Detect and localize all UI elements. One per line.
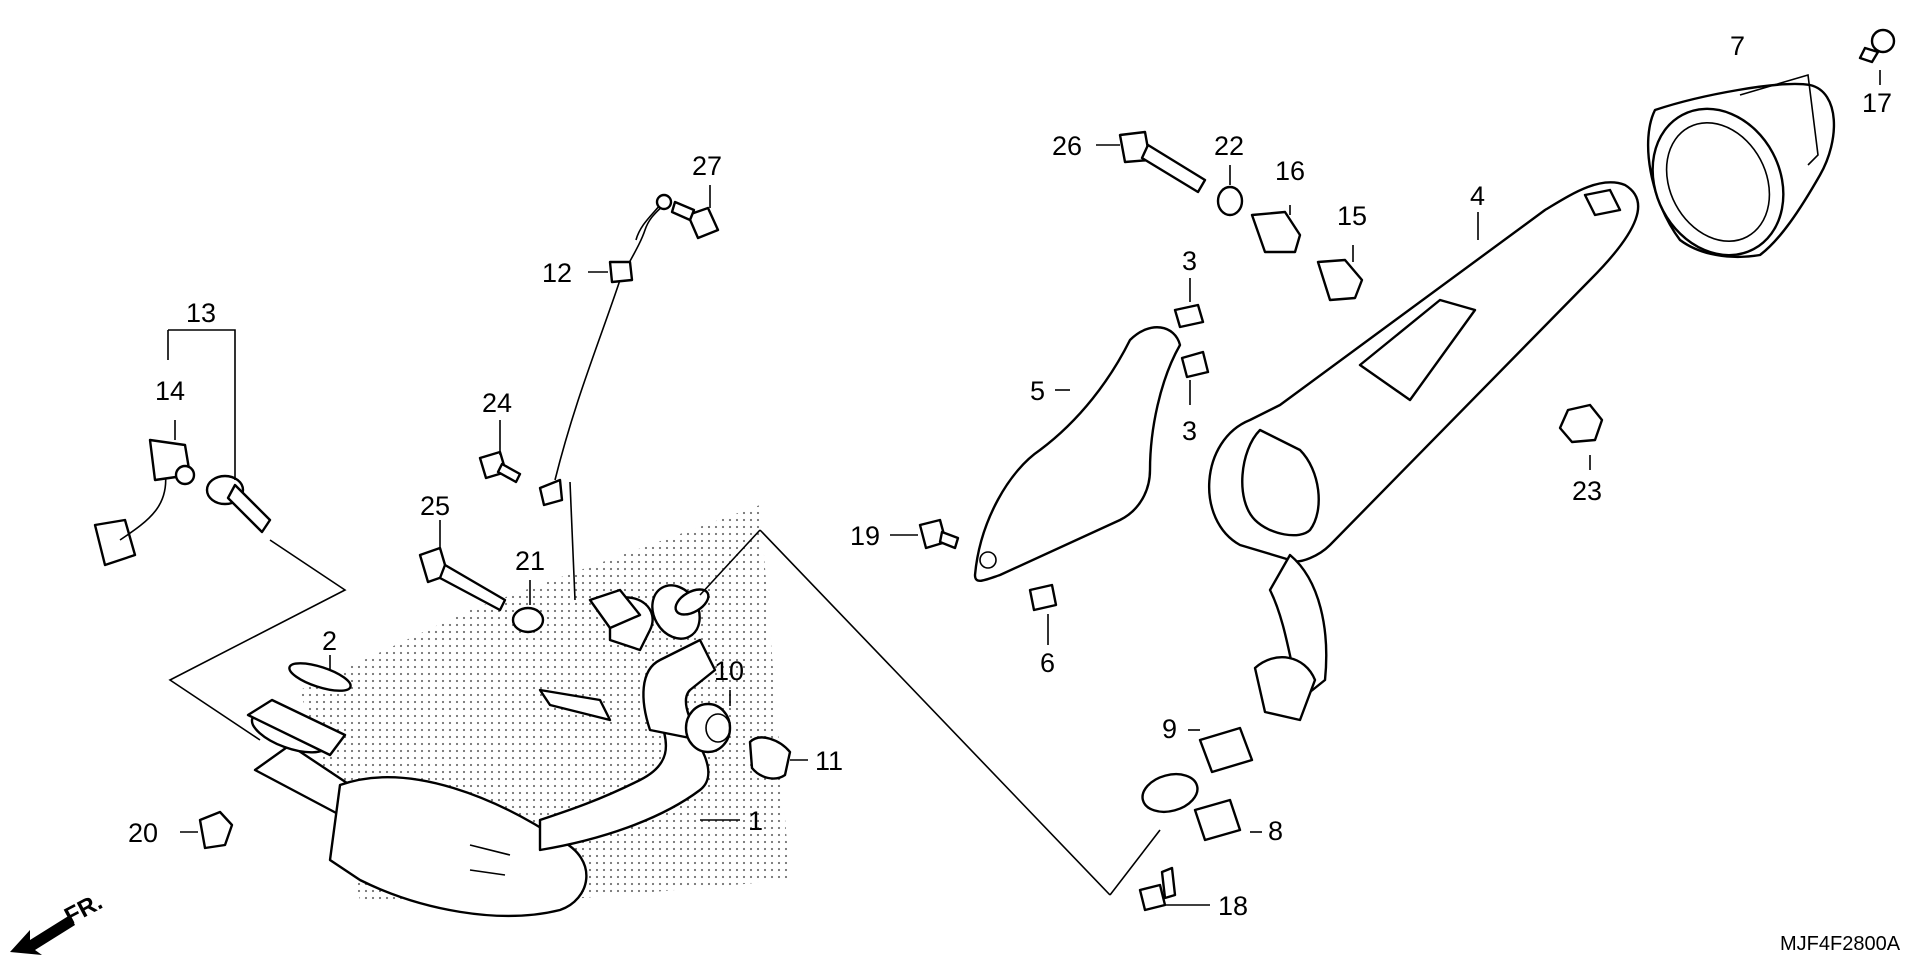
callout-19: 19: [850, 521, 880, 551]
o2-sensor-part: [93, 438, 272, 567]
callout-12: 12: [542, 258, 572, 288]
callout-20: 20: [128, 818, 158, 848]
callout-24: 24: [482, 388, 512, 418]
callout-1: 1: [748, 806, 763, 836]
callout-4: 4: [1470, 181, 1485, 211]
rubber-3a-part: [1173, 303, 1205, 329]
arrow-left-icon: [10, 915, 75, 955]
callout-2: 2: [322, 626, 337, 656]
callout-25: 25: [420, 491, 450, 521]
callout-7: 7: [1730, 31, 1745, 61]
callout-15: 15: [1337, 201, 1367, 231]
callout-17: 17: [1862, 88, 1892, 118]
callout-27: 27: [692, 151, 722, 181]
nut-20-part: [198, 810, 234, 850]
bolt-17-part: [1858, 28, 1896, 64]
collar-11-part: [748, 736, 792, 780]
callout-6: 6: [1040, 648, 1055, 678]
collar-15-part: [1316, 258, 1364, 302]
washer-22-part: [1216, 185, 1244, 217]
collar-16-part: [1250, 210, 1302, 254]
bolt-27-part: [670, 200, 720, 240]
rubber-6-part: [1028, 583, 1058, 612]
front-direction-indicator: FR.: [10, 888, 107, 955]
bolt-19-part: [918, 518, 960, 550]
callout-8: 8: [1268, 816, 1283, 846]
gasket-10-part: [684, 702, 732, 754]
washer-21-part: [511, 606, 545, 634]
gasket-part: [288, 662, 352, 692]
bolt-18-part: [1138, 866, 1177, 912]
callout-21: 21: [515, 546, 545, 576]
callout-13: 13: [186, 298, 216, 328]
callout-10: 10: [714, 656, 744, 686]
nut-23-part: [1558, 403, 1604, 444]
callout-3-bottom: 3: [1182, 416, 1197, 446]
callouts: 1 2 3 3 4 5 6 7 8 9 10 11 12 13 14 15 16…: [128, 31, 1892, 921]
heat-shield-part: [973, 326, 1182, 582]
muffler-part: [1208, 181, 1640, 722]
end-cap-part: [1646, 82, 1836, 259]
bolt-24-part: [478, 450, 522, 484]
callout-18: 18: [1218, 891, 1248, 921]
diagram-code: MJF4F2800A: [1780, 933, 1901, 955]
bolt-26-part: [1118, 130, 1207, 194]
rubber-3b-part: [1180, 350, 1210, 379]
callout-22: 22: [1214, 131, 1244, 161]
callout-3-top: 3: [1182, 246, 1197, 276]
callout-5: 5: [1030, 376, 1045, 406]
callout-26: 26: [1052, 131, 1082, 161]
callout-11: 11: [815, 746, 843, 776]
gasket-9-part: [1198, 726, 1254, 774]
callout-16: 16: [1275, 156, 1305, 186]
sensor-cable-part: [538, 193, 673, 630]
bolt-25-part: [418, 546, 507, 612]
callout-14: 14: [155, 376, 185, 406]
exhaust-pipe-part: [246, 584, 717, 918]
leader-lines: [167, 70, 1881, 906]
clamp-8-part: [1141, 772, 1199, 814]
callout-9: 9: [1162, 714, 1177, 744]
callout-23: 23: [1572, 476, 1602, 506]
